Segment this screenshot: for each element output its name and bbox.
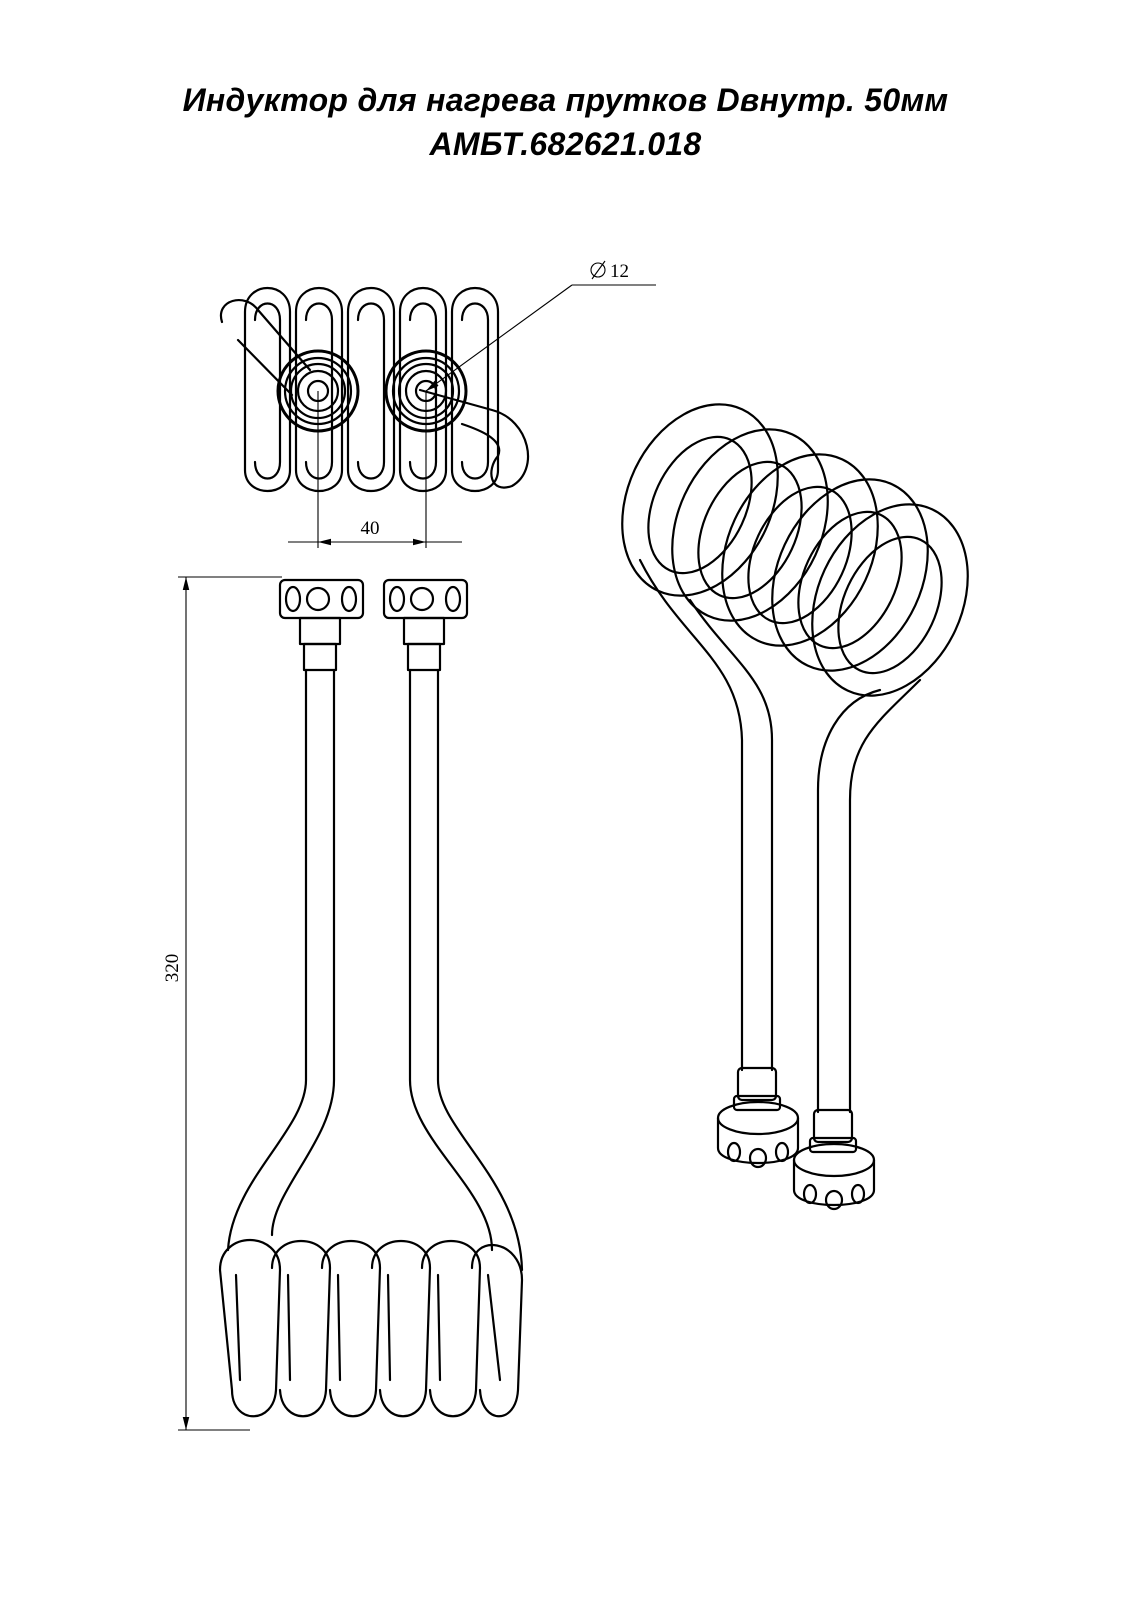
iso-coil [621, 403, 969, 697]
isometric-view [621, 403, 969, 1211]
front-fitting-right [382, 578, 469, 672]
dimension-height: 320 [162, 576, 282, 1431]
dimension-diameter: 12 [425, 260, 656, 392]
top-view-coil [219, 287, 530, 492]
front-coil [218, 1238, 524, 1418]
drawing-code: АМБТ.682621.018 [429, 126, 702, 162]
dimension-spacing: 40 [288, 518, 462, 546]
diameter-label: 12 [610, 261, 629, 282]
drawing-title: Индуктор для нагрева прутков Dвнутр. 50м… [182, 82, 949, 118]
iso-fitting-right [792, 1108, 876, 1211]
front-fitting-left [278, 578, 365, 672]
height-label: 320 [162, 954, 183, 983]
spacing-label: 40 [361, 518, 380, 539]
iso-fitting-left [716, 1066, 800, 1169]
front-leads [226, 668, 524, 1272]
front-view: 320 [162, 576, 524, 1431]
iso-leads [638, 558, 922, 1114]
top-view: 40 12 [219, 260, 656, 548]
